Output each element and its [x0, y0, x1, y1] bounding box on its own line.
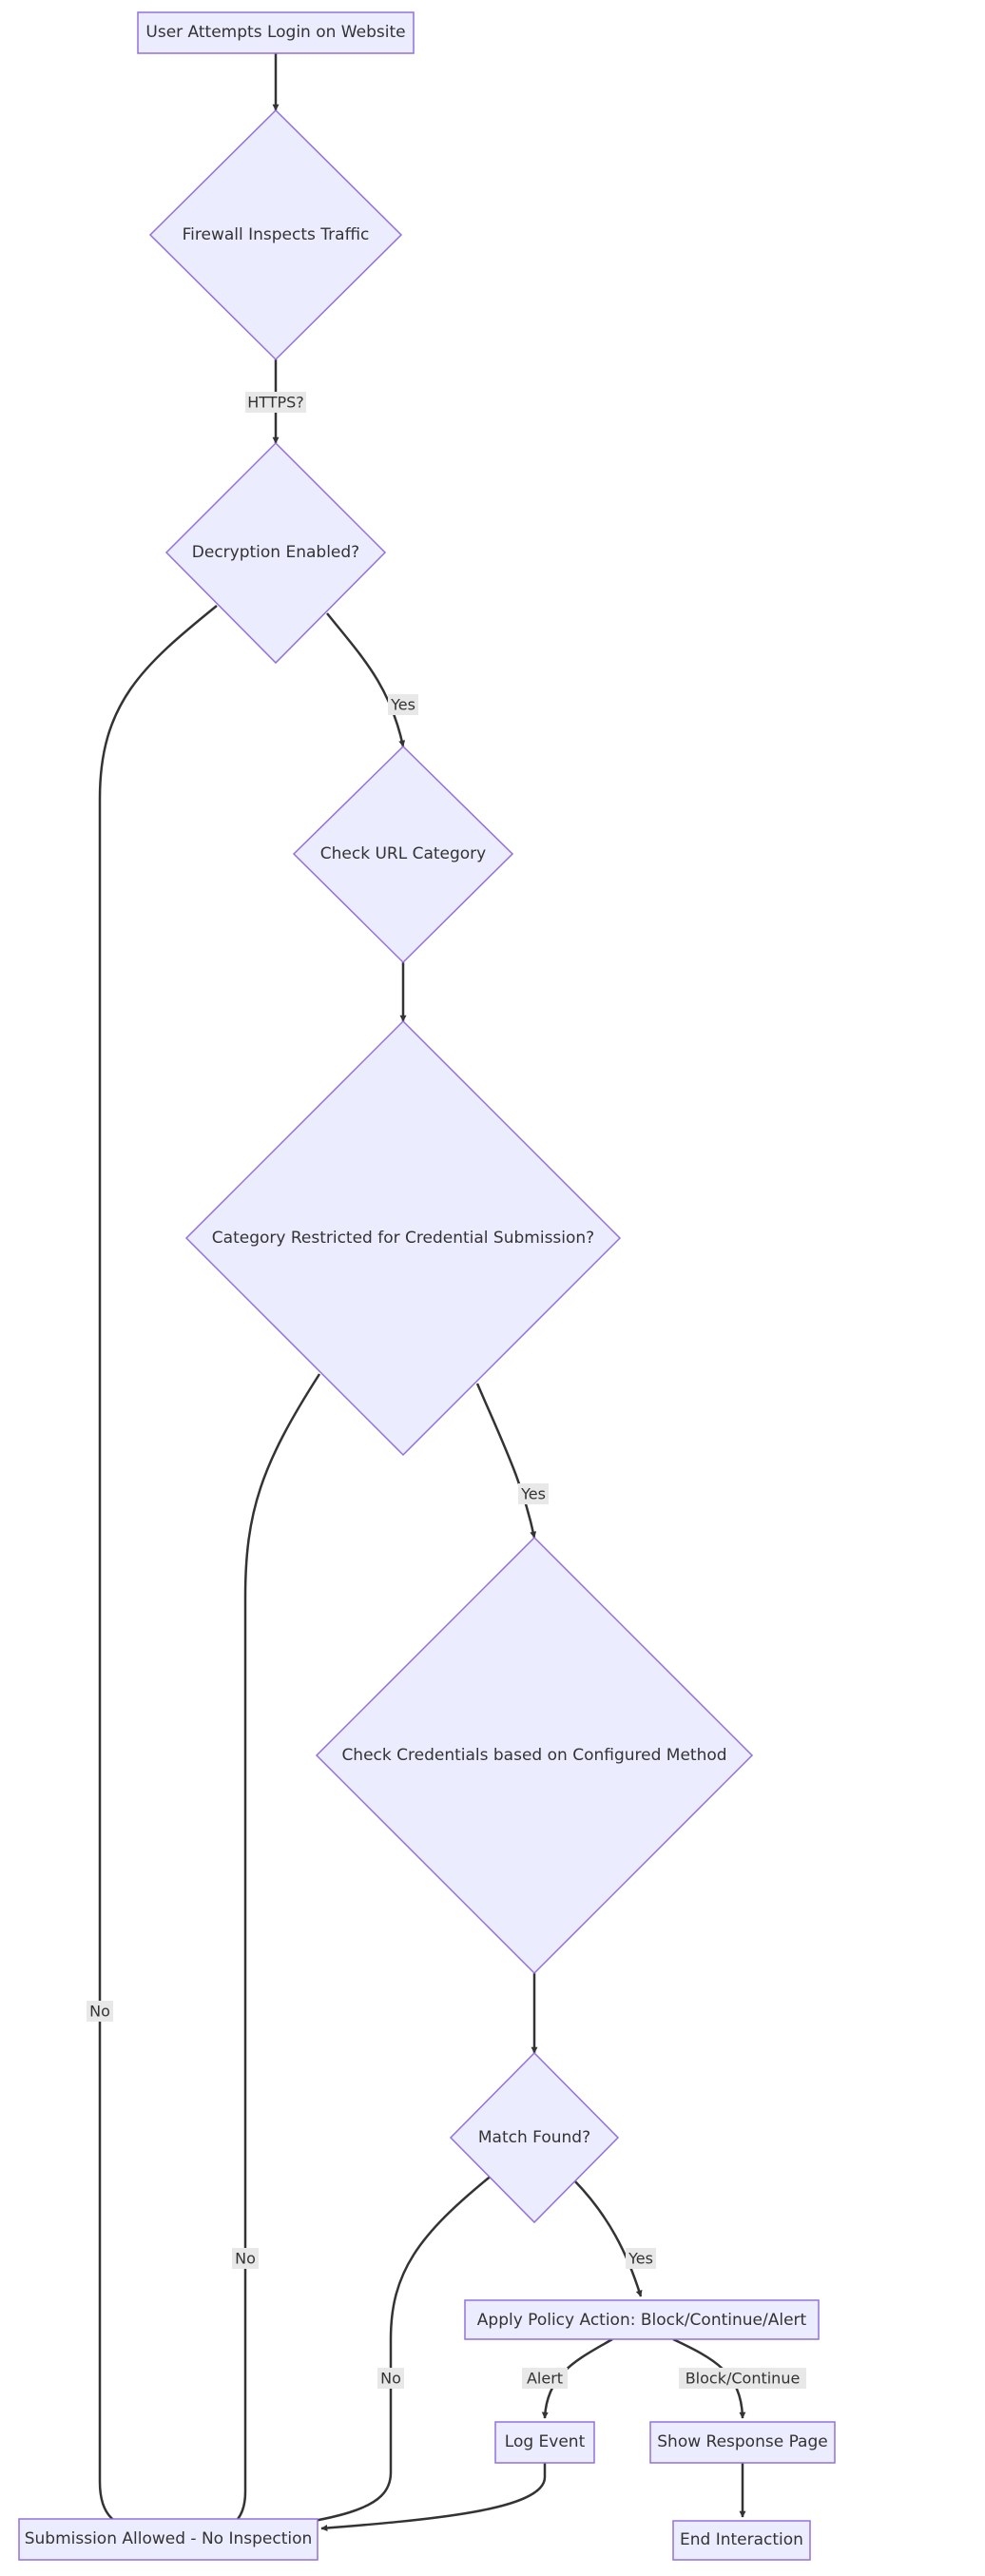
edge-label-category-no-text: No — [235, 2250, 256, 2268]
node-user-attempts-login-label: User Attempts Login on Website — [145, 23, 405, 42]
node-match-found-label: Match Found? — [478, 2128, 590, 2147]
node-apply-policy-action: Apply Policy Action: Block/Continue/Aler… — [464, 2299, 820, 2340]
edge-label-https-text: HTTPS? — [247, 394, 304, 412]
edge-label-match-no-text: No — [380, 2370, 401, 2388]
node-apply-policy-action-label: Apply Policy Action: Block/Continue/Aler… — [477, 2311, 807, 2330]
node-match-found: Match Found? — [449, 2051, 620, 2224]
node-firewall-inspects-traffic-label: Firewall Inspects Traffic — [183, 225, 370, 244]
node-end-interaction-label: End Interaction — [680, 2530, 803, 2549]
edge-label-category-no: No — [232, 2248, 259, 2269]
node-category-restricted-label: Category Restricted for Credential Submi… — [212, 1229, 594, 1248]
node-check-credentials-label: Check Credentials based on Configured Me… — [341, 1746, 726, 1765]
node-show-response-page: Show Response Page — [649, 2421, 836, 2464]
edge-label-alert-text: Alert — [527, 2370, 563, 2388]
edge-restricted-yes — [475, 1383, 537, 1539]
node-check-url-category: Check URL Category — [292, 745, 514, 964]
edge-label-decryption-no-text: No — [89, 2003, 110, 2021]
node-submission-allowed: Submission Allowed - No Inspection — [18, 2518, 319, 2561]
edge-decryption-yes — [326, 612, 406, 747]
node-end-interaction: End Interaction — [672, 2520, 811, 2561]
node-decryption-enabled-label: Decryption Enabled? — [192, 543, 359, 562]
node-firewall-inspects-traffic: Firewall Inspects Traffic — [148, 108, 403, 361]
node-show-response-page-label: Show Response Page — [657, 2432, 827, 2451]
edge-label-decryption-yes-text: Yes — [390, 696, 415, 714]
node-submission-allowed-label: Submission Allowed - No Inspection — [25, 2529, 313, 2548]
edge-match-yes — [573, 2179, 643, 2297]
edge-label-decryption-no: No — [87, 2001, 113, 2022]
edge-restricted-no — [201, 1373, 321, 2538]
edge-label-decryption-yes: Yes — [388, 694, 418, 715]
edge-label-match-no: No — [377, 2368, 404, 2389]
node-log-event-label: Log Event — [505, 2432, 586, 2451]
edge-label-match-yes-text: Yes — [628, 2250, 653, 2268]
node-user-attempts-login: User Attempts Login on Website — [137, 11, 415, 54]
edge-label-match-yes: Yes — [626, 2248, 656, 2269]
node-category-restricted: Category Restricted for Credential Submi… — [184, 1019, 622, 1457]
edge-log-to-submission — [320, 2463, 547, 2531]
node-log-event: Log Event — [494, 2421, 595, 2464]
node-check-url-category-label: Check URL Category — [320, 844, 486, 863]
node-decryption-enabled: Decryption Enabled? — [164, 441, 387, 665]
edge-label-https: HTTPS? — [245, 392, 306, 413]
edge-label-alert: Alert — [522, 2368, 568, 2389]
edge-label-category-yes-text: Yes — [520, 1485, 546, 1503]
edge-match-no — [204, 2174, 493, 2539]
edge-decryption-no — [98, 605, 218, 2535]
edge-label-block-continue-text: Block/Continue — [686, 2370, 801, 2388]
edge-label-category-yes: Yes — [518, 1483, 549, 1504]
edge-label-block-continue: Block/Continue — [679, 2368, 806, 2389]
node-check-credentials: Check Credentials based on Configured Me… — [315, 1536, 754, 1975]
